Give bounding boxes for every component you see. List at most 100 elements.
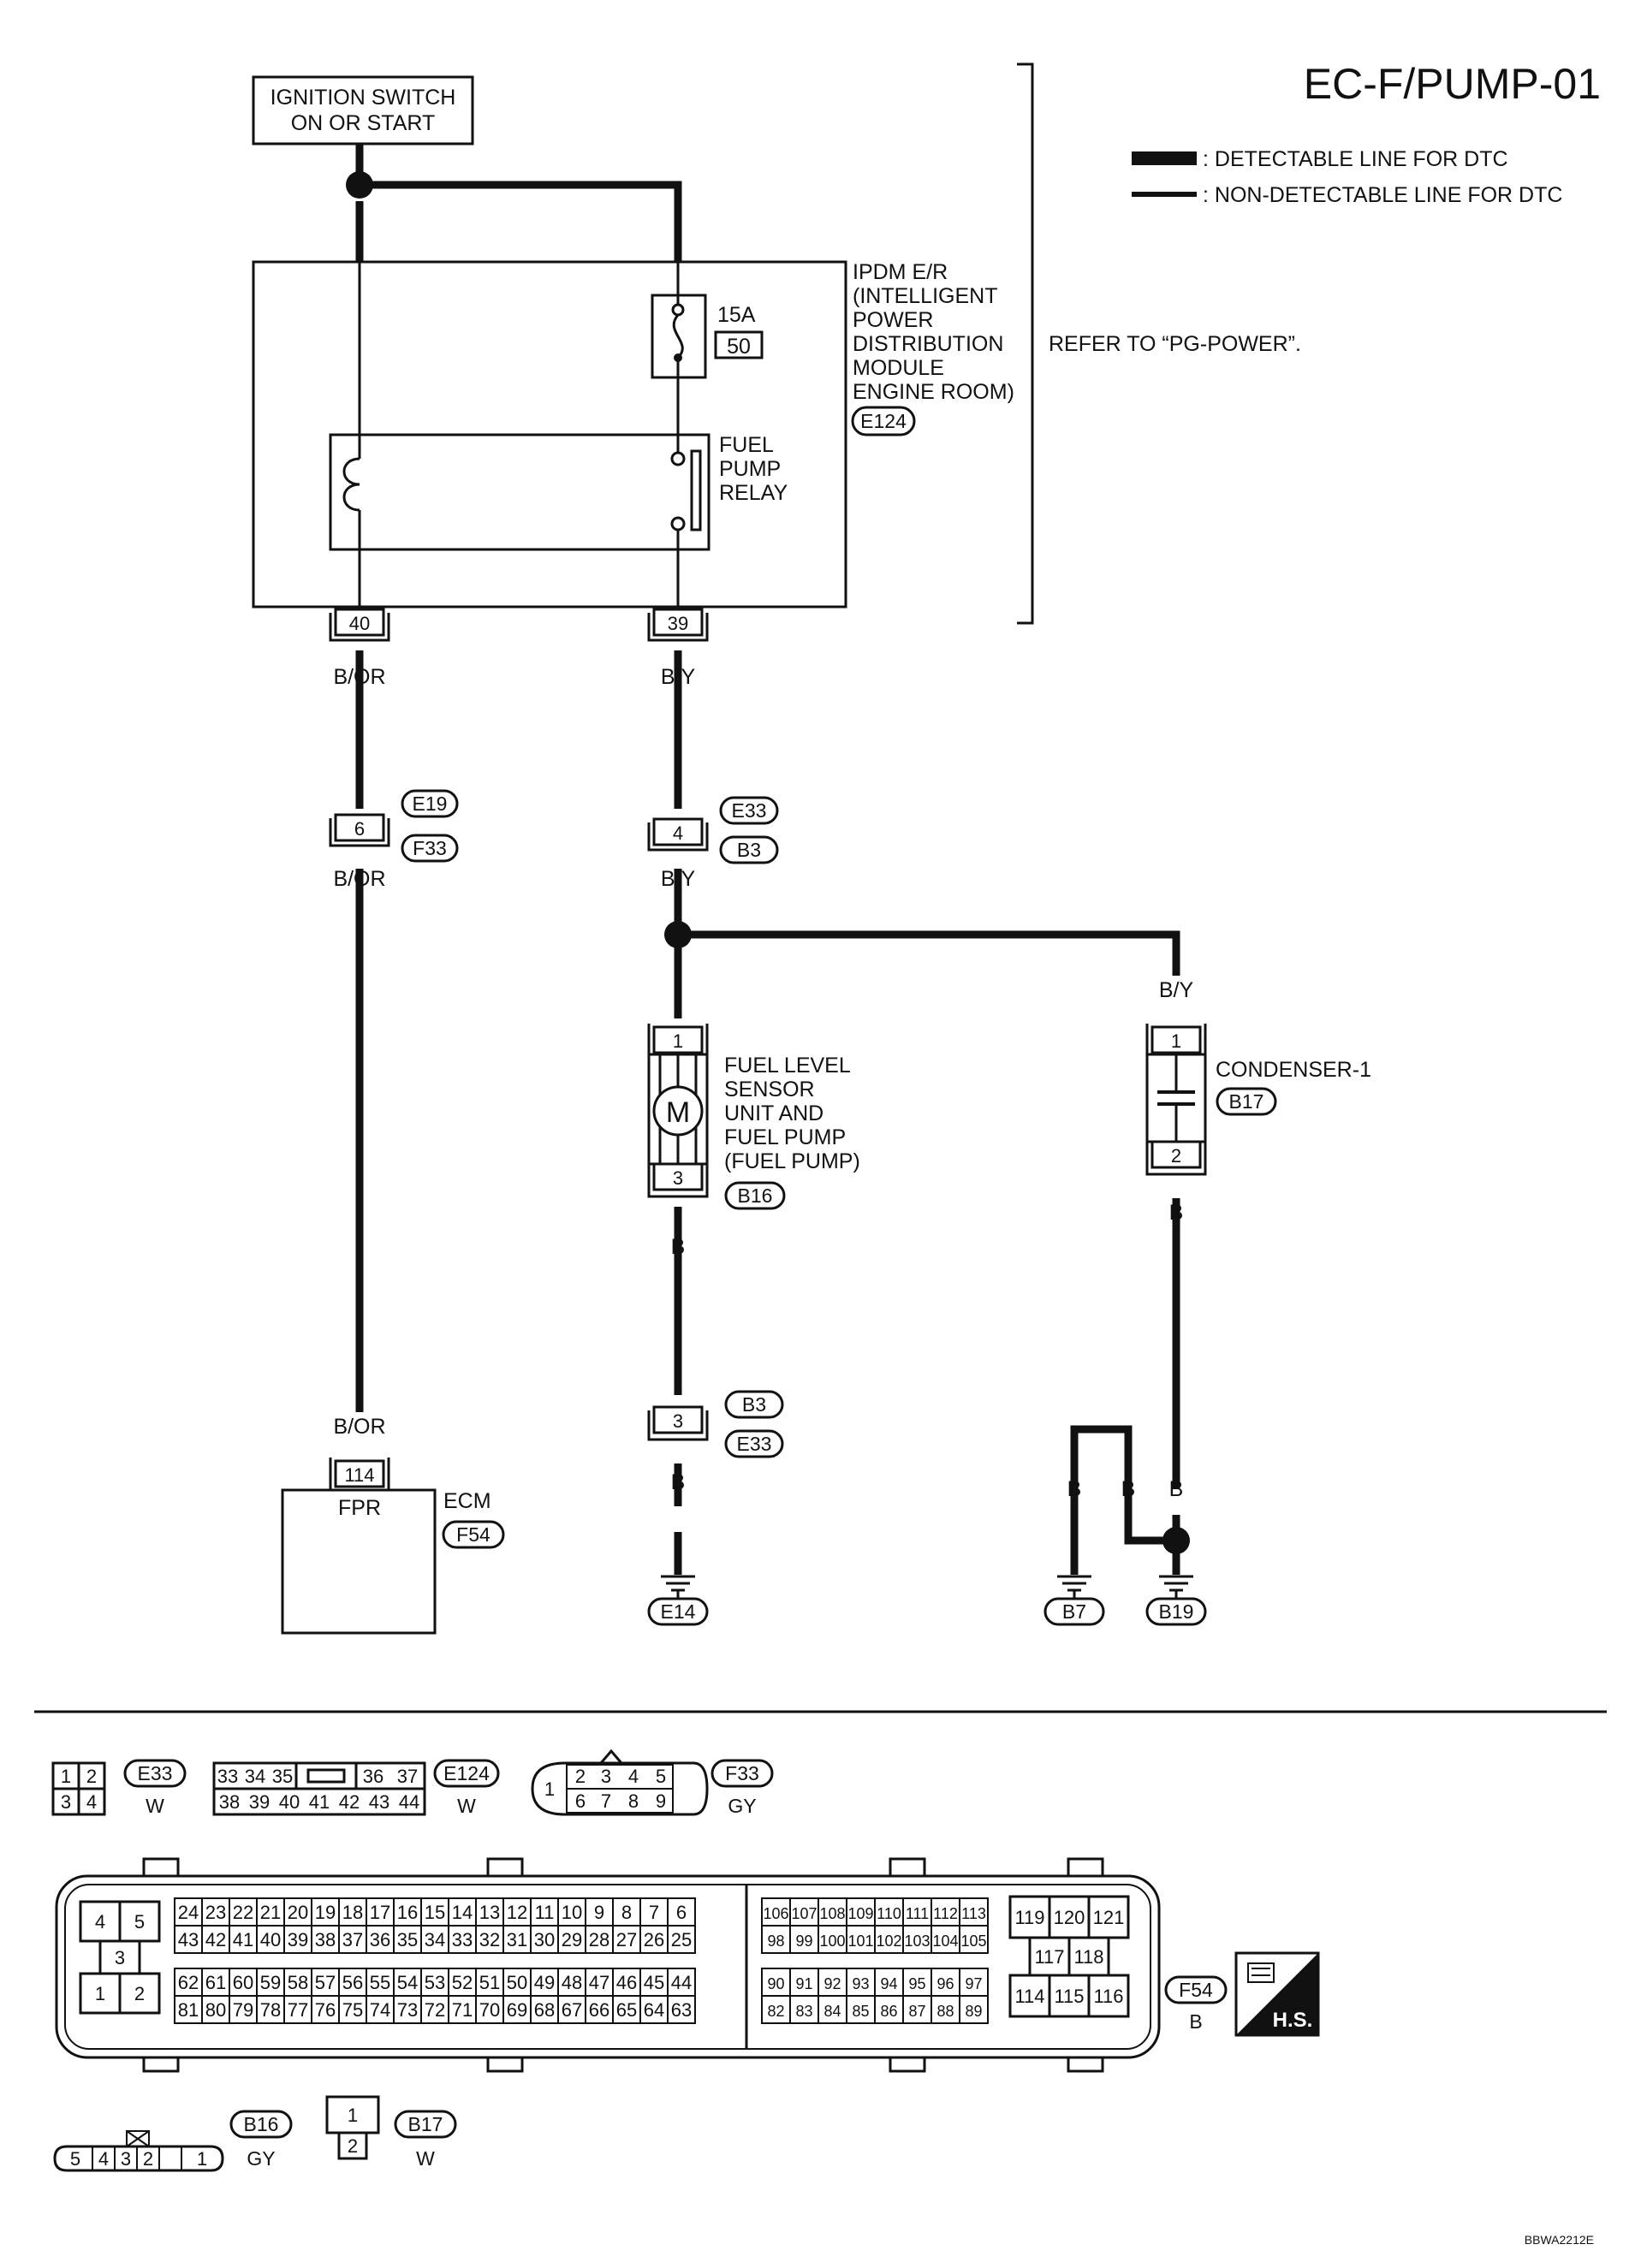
e124-pin-38: 38 — [219, 1791, 240, 1813]
f54-pin-89: 89 — [965, 2003, 982, 2020]
f54-pin-96: 96 — [936, 1975, 954, 1992]
ipdm-connector-id: E124 — [860, 410, 907, 432]
ignition-switch: IGNITION SWITCH ON OR START — [252, 75, 474, 145]
f54-pin-100: 100 — [819, 1933, 845, 1950]
f54-pin-67: 67 — [562, 1999, 582, 2021]
f54-pin-cell — [557, 1995, 586, 2024]
f54-pin-cell — [393, 1968, 422, 1997]
f54-pin-119: 119 — [1014, 1907, 1044, 1928]
f54-pin-75: 75 — [342, 1999, 363, 2021]
f54-pin-cell — [502, 1995, 532, 2024]
f54-pin-104: 104 — [932, 1933, 958, 1950]
e124-pin-33: 33 — [217, 1766, 238, 1787]
f54-outer-shell — [55, 1874, 1161, 2059]
b16-pin-3: 3 — [121, 2148, 131, 2170]
relay-line2: PUMP — [719, 457, 781, 481]
f54-pin-34: 34 — [425, 1929, 445, 1950]
f33-pin-4: 4 — [628, 1766, 639, 1787]
f54-pin-61: 61 — [205, 1972, 226, 1993]
ecm-connector-id: F54 — [456, 1523, 491, 1546]
connector-view-e33: 1 2 3 4 E33 W — [51, 1759, 187, 1817]
f54-pin-cell — [420, 1925, 449, 1954]
connector-view-f33: 1 2 3 4 5 6 7 8 9 F33 GY — [531, 1748, 774, 1817]
f54-pin-117: 117 — [1034, 1946, 1064, 1968]
f54-pin-57: 57 — [315, 1972, 336, 1993]
e124-pin-44: 44 — [399, 1791, 419, 1813]
f54-pin-35: 35 — [397, 1929, 418, 1950]
f54-pin-41: 41 — [233, 1929, 253, 1950]
legend-non-detectable-swatch — [1132, 192, 1197, 197]
f54-pin-80: 80 — [205, 1999, 226, 2021]
f54-pin-106: 106 — [763, 1905, 788, 1922]
fuse-rating: 15A — [717, 303, 756, 327]
ground-b19: B19 — [1145, 1527, 1207, 1626]
f54-pin-63: 63 — [671, 1999, 692, 2021]
f33-pin-7: 7 — [601, 1790, 611, 1812]
b16-pin-1: 1 — [197, 2148, 207, 2170]
fuel-pump-label-4: FUEL PUMP — [724, 1125, 846, 1149]
e124-view-color: W — [457, 1795, 476, 1817]
f54-pin-38: 38 — [315, 1929, 336, 1950]
f54-pin-85: 85 — [852, 2003, 869, 2020]
f54-pin-7: 7 — [649, 1902, 659, 1923]
f54-pin-cell — [448, 1995, 477, 2024]
e124-pin-41: 41 — [309, 1791, 330, 1813]
f54-pin-cell — [612, 1968, 641, 1997]
f54-pin-22: 22 — [233, 1902, 253, 1923]
legend-non-detectable-label: : NON-DETECTABLE LINE FOR DTC — [1203, 183, 1562, 207]
f54-pin-78: 78 — [260, 1999, 281, 2021]
f54-pin-39: 39 — [288, 1929, 308, 1950]
hs-harness-side-icon: H.S. — [1234, 1951, 1320, 2037]
f54-pin-cell — [283, 1925, 312, 1954]
f54-pin-54: 54 — [397, 1972, 418, 1993]
ecm-label: ECM — [443, 1489, 491, 1513]
f54-pin-118: 118 — [1073, 1946, 1103, 1968]
f54-pin-11: 11 — [535, 1902, 555, 1923]
f54-pin-29: 29 — [562, 1929, 582, 1950]
legend: : DETECTABLE LINE FOR DTC : NON-DETECTAB… — [1132, 147, 1562, 207]
condenser-pin-1: 1 — [1171, 1030, 1181, 1052]
f54-pin-68: 68 — [534, 1999, 555, 2021]
f54-pin-17: 17 — [370, 1902, 390, 1923]
inline-connector-e19: E19 — [413, 793, 448, 815]
ignition-switch-line2: ON OR START — [291, 111, 436, 135]
f54-pin-9: 9 — [594, 1902, 604, 1923]
f54-pin-cell — [667, 1925, 696, 1954]
f54-pin-20: 20 — [288, 1902, 308, 1923]
inline-connector-e19-f33: 6 E19 F33 — [329, 789, 459, 863]
f54-pin-47: 47 — [589, 1972, 609, 1993]
drawing-code: BBWA2212E — [1525, 2233, 1594, 2247]
f54-pin-53: 53 — [425, 1972, 445, 1993]
inline-connector-b3: B3 — [737, 839, 761, 861]
f54-pin-60: 60 — [233, 1972, 253, 1993]
f54-pin-77: 77 — [288, 1999, 308, 2021]
f54-pin-8: 8 — [621, 1902, 632, 1923]
connector-view-e124: 33 34 35 36 37 38 39 40 41 42 43 44 E124… — [212, 1759, 500, 1817]
f54-pin-2: 2 — [134, 1983, 145, 2004]
e124-pin-36: 36 — [363, 1766, 383, 1787]
e33-pin-1: 1 — [61, 1766, 71, 1787]
e124-pin-43: 43 — [369, 1791, 389, 1813]
fuel-pump-connector-id: B16 — [738, 1184, 773, 1207]
f54-pin-cell — [393, 1925, 422, 1954]
f54-pin-23: 23 — [205, 1902, 226, 1923]
ipdm-er-box — [252, 260, 847, 609]
f54-pin-cell — [283, 1968, 312, 1997]
fuel-pump-label-1: FUEL LEVEL — [724, 1054, 851, 1078]
f33-pin-6: 6 — [575, 1790, 586, 1812]
f54-pin-116: 116 — [1093, 1986, 1123, 2007]
ipdm-label-5: MODULE — [853, 356, 944, 380]
ground-b19-splice — [1162, 1527, 1190, 1554]
f54-pin-cell — [530, 1968, 559, 1997]
e124-pin-40: 40 — [279, 1791, 300, 1813]
relay-coil-icon — [342, 457, 360, 512]
f54-pin-81: 81 — [178, 1999, 199, 2021]
f54-pin-30: 30 — [534, 1929, 555, 1950]
f54-pin-115: 115 — [1054, 1986, 1084, 2007]
f54-pin-74: 74 — [370, 1999, 390, 2021]
f54-pin-73: 73 — [397, 1999, 418, 2021]
ground-b7: B7 — [1043, 1575, 1105, 1626]
f54-pin-79: 79 — [233, 1999, 253, 2021]
